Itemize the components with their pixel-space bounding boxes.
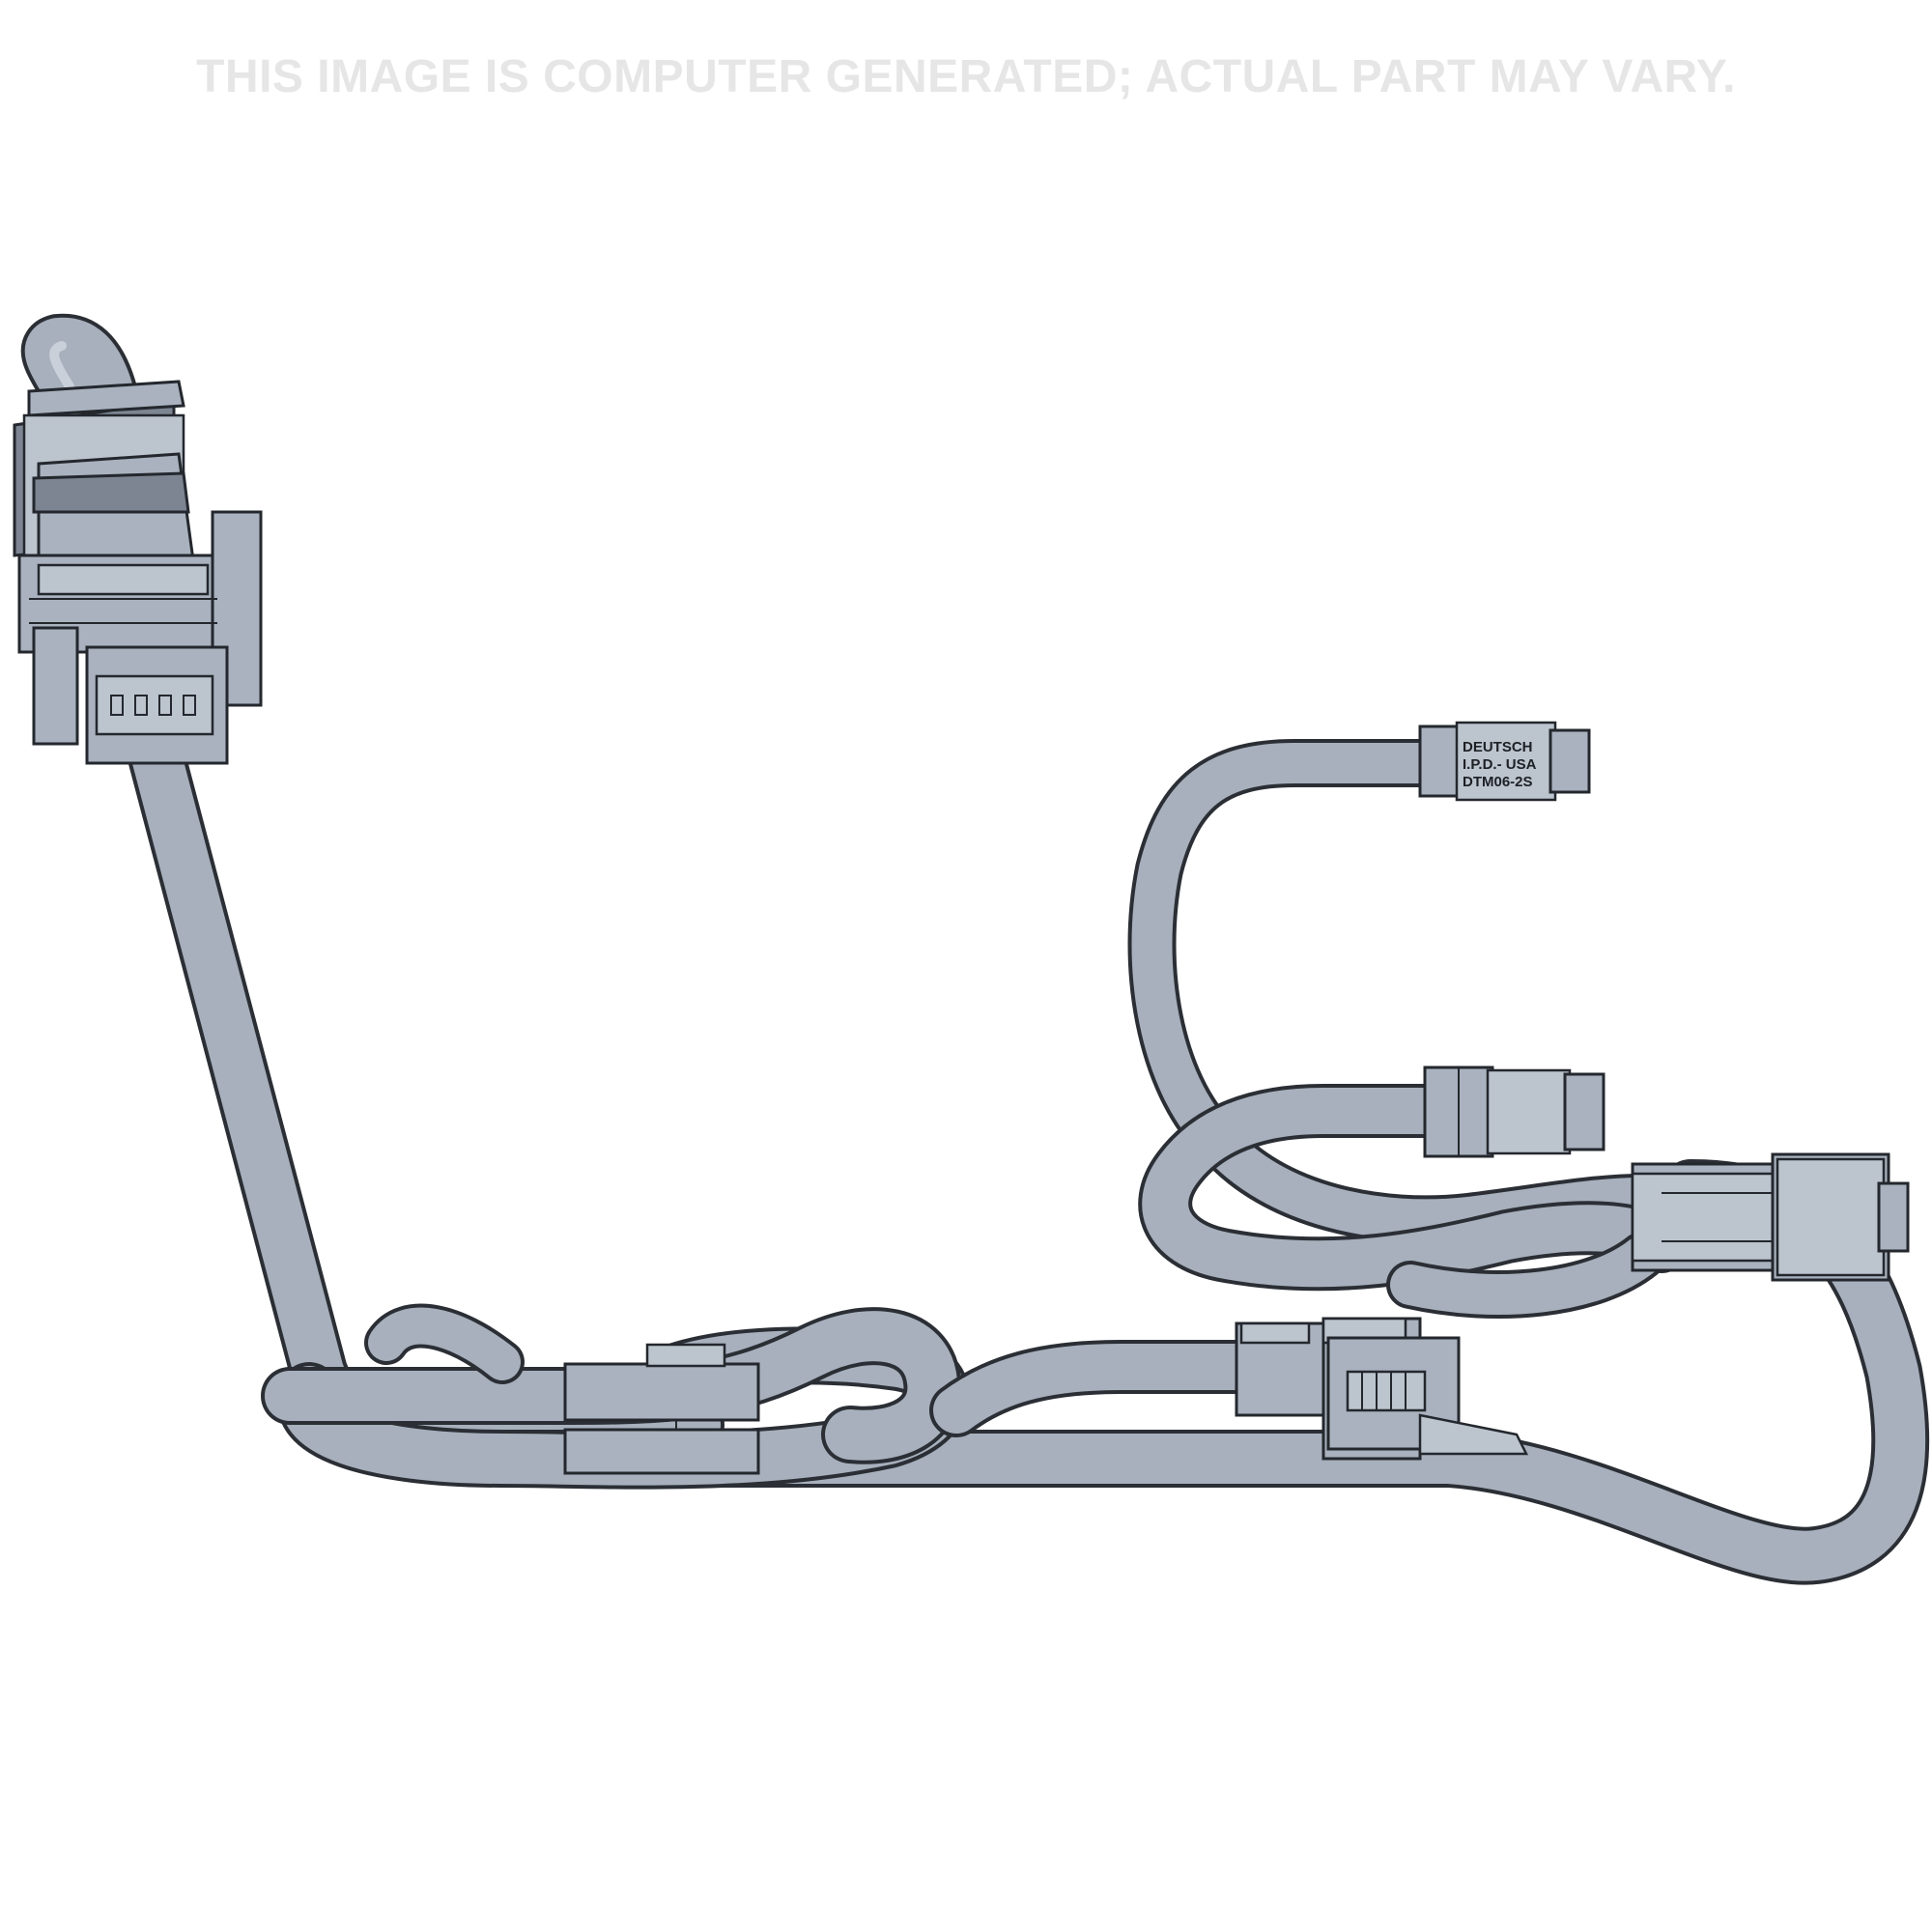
sleeve-connector-2	[563, 1428, 760, 1475]
dtm06-2s-connector: DEUTSCH I.P.D.- USA DTM06-2S	[1418, 721, 1591, 802]
disclaimer-text: THIS IMAGE IS COMPUTER GENERATED; ACTUAL…	[196, 51, 1736, 102]
connector-label-part: DTM06-2S	[1463, 774, 1533, 790]
plain-connector	[1423, 1065, 1605, 1158]
right-connector	[1631, 1152, 1910, 1282]
mid-connector	[1235, 1317, 1529, 1461]
main-connector	[13, 380, 263, 765]
sleeve-connector-1	[563, 1343, 760, 1430]
connector-label-origin: I.P.D.- USA	[1463, 756, 1537, 773]
connector-label-brand: DEUTSCH	[1463, 739, 1533, 755]
harness-cables	[21, 313, 1930, 1585]
